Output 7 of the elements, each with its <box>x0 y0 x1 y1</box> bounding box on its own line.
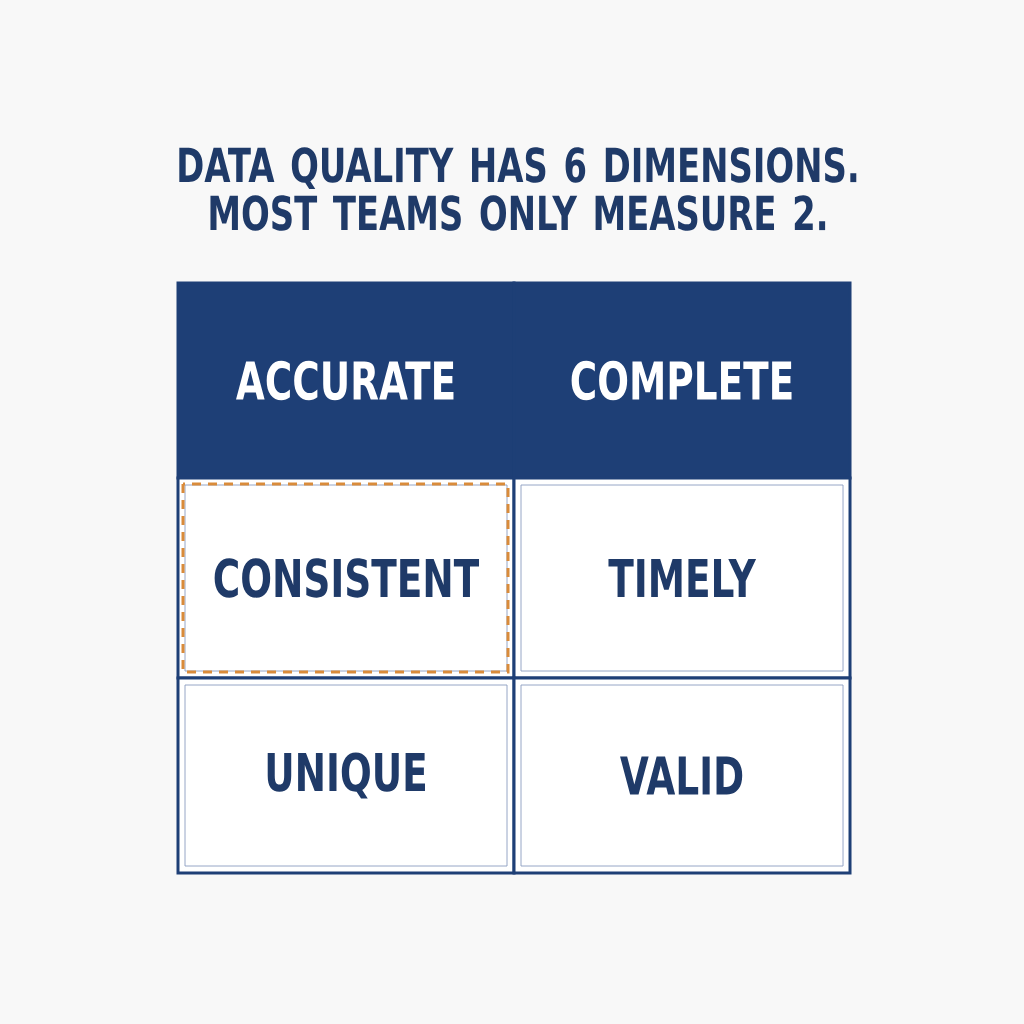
grid-cell: VALID <box>512 676 852 875</box>
title: DATA QUALITY HAS 6 DIMENSIONS. MOST TEAMS ONLY MEASURE 2. <box>179 147 857 231</box>
highlighted-cell: CONSISTENT <box>176 476 516 680</box>
header-cell: COMPLETE <box>512 281 852 480</box>
grid-cell: TIMELY <box>512 476 852 680</box>
grid-cell: UNIQUE <box>176 676 516 875</box>
header-cell: ACCURATE <box>176 281 516 480</box>
